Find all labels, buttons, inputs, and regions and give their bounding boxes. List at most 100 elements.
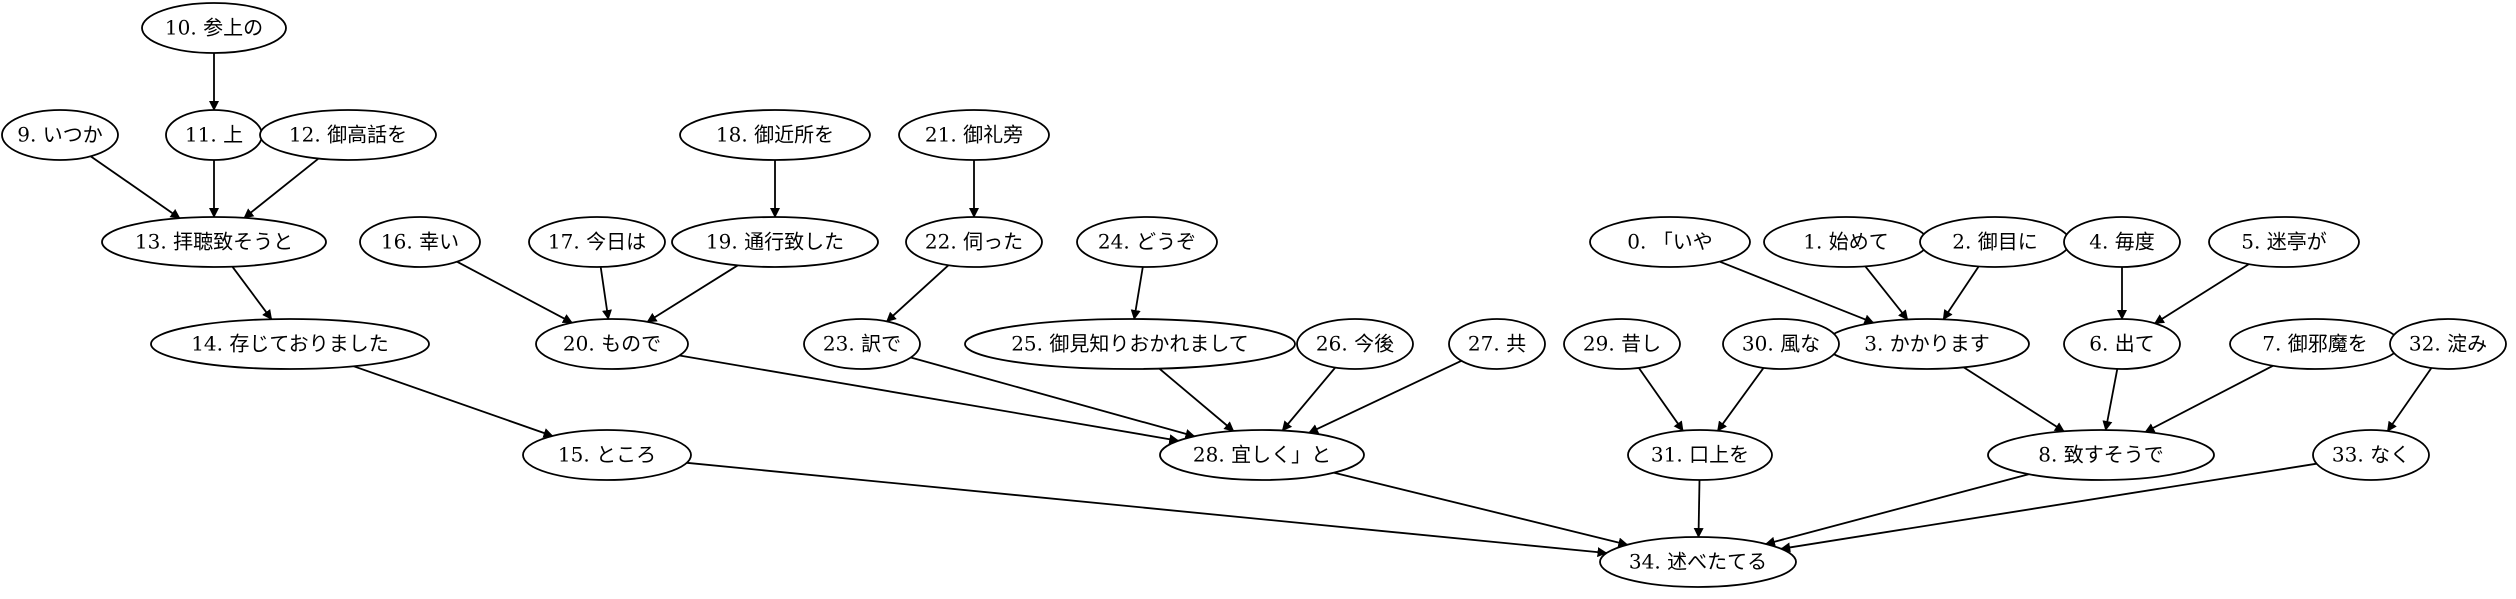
edge-0-to-3 <box>1719 260 1875 325</box>
node-label: 34. 述べたてる <box>1629 550 1767 574</box>
node-17: 17. 今日は <box>528 216 666 268</box>
edge-6-to-8 <box>2102 368 2119 431</box>
node-4: 4. 毎度 <box>2063 216 2181 268</box>
node-34: 34. 述べたてる <box>1599 536 1797 588</box>
edge-30-to-31 <box>1716 367 1765 432</box>
node-ellipse <box>905 216 1043 268</box>
node-ellipse <box>1589 216 1751 268</box>
node-label: 16. 幸い <box>381 230 459 254</box>
edge-3-to-8 <box>1963 366 2065 433</box>
node-label: 3. かかります <box>1864 332 1989 356</box>
node-33: 33. なく <box>2312 429 2430 481</box>
node-13: 13. 拝聴致そうと <box>101 216 327 268</box>
node-ellipse <box>1987 429 2215 481</box>
node-label: 28. 宜しく」と <box>1193 443 1331 467</box>
node-label: 27. 共 <box>1468 332 1526 356</box>
node-label: 23. 訳で <box>823 332 901 356</box>
edge-27-to-28 <box>1308 359 1462 434</box>
node-label: 21. 御礼旁 <box>925 123 1023 147</box>
edge-28-to-34 <box>1333 471 1629 548</box>
edge-20-to-28 <box>679 354 1180 445</box>
node-ellipse <box>1599 536 1797 588</box>
node-label: 7. 御邪魔を <box>2262 332 2367 356</box>
node-26: 26. 今後 <box>1296 318 1414 370</box>
node-ellipse <box>1722 318 1840 370</box>
edge-31-to-34 <box>1693 479 1704 538</box>
edge-33-to-34 <box>1780 462 2317 553</box>
node-label: 5. 迷亭が <box>2241 230 2326 254</box>
node-ellipse <box>1448 318 1546 370</box>
node-ellipse <box>1 109 119 161</box>
node-label: 8. 致すそうで <box>2038 443 2163 467</box>
edge-29-to-31 <box>1638 367 1684 432</box>
node-28: 28. 宜しく」と <box>1159 429 1365 481</box>
edge-24-to-25 <box>1130 266 1144 320</box>
node-23: 23. 訳で <box>803 318 921 370</box>
node-30: 30. 風な <box>1722 318 1840 370</box>
node-label: 19. 通行致した <box>706 230 844 254</box>
edge-14-to-15 <box>353 365 554 438</box>
edge-8-to-34 <box>1764 473 2029 547</box>
node-ellipse <box>2063 216 2181 268</box>
node-label: 13. 拝聴致そうと <box>135 230 293 254</box>
node-label: 26. 今後 <box>1316 332 1394 356</box>
node-label: 10. 参上の <box>165 16 263 40</box>
node-24: 24. どうぞ <box>1076 216 1218 268</box>
node-label: 25. 御見知りおかれまして <box>1011 332 1249 356</box>
node-14: 14. 存じておりました <box>150 318 430 370</box>
node-25: 25. 御見知りおかれまして <box>964 318 1296 370</box>
node-1: 1. 始めて <box>1763 216 1929 268</box>
node-label: 12. 御高話を <box>289 123 407 147</box>
node-label: 33. なく <box>2332 443 2410 467</box>
node-label: 31. 口上を <box>1651 443 1749 467</box>
edge-19-to-20 <box>646 264 739 323</box>
edge-32-to-33 <box>2386 367 2433 432</box>
node-label: 11. 上 <box>185 123 243 147</box>
node-ellipse <box>671 216 879 268</box>
edge-7-to-8 <box>2144 364 2274 433</box>
edges-layer <box>90 53 2433 558</box>
node-label: 14. 存じておりました <box>191 332 389 356</box>
node-label: 0. 「いや <box>1627 230 1712 254</box>
node-5: 5. 迷亭が <box>2208 216 2360 268</box>
node-9: 9. いつか <box>1 109 119 161</box>
node-ellipse <box>535 318 689 370</box>
node-ellipse <box>522 429 692 481</box>
node-label: 1. 始めて <box>1803 230 1888 254</box>
node-2: 2. 御目に <box>1919 216 2071 268</box>
node-ellipse <box>1296 318 1414 370</box>
node-label: 18. 御近所を <box>716 123 834 147</box>
node-11: 11. 上 <box>165 109 263 161</box>
node-label: 9. いつか <box>17 123 102 147</box>
node-ellipse <box>150 318 430 370</box>
node-20: 20. もので <box>535 318 689 370</box>
edge-2-to-3 <box>1942 265 1980 321</box>
node-ellipse <box>2208 216 2360 268</box>
node-8: 8. 致すそうで <box>1987 429 2215 481</box>
node-label: 24. どうぞ <box>1098 230 1196 254</box>
node-22: 22. 伺った <box>905 216 1043 268</box>
node-ellipse <box>259 109 437 161</box>
node-ellipse <box>2312 429 2430 481</box>
node-7: 7. 御邪魔を <box>2229 318 2401 370</box>
node-6: 6. 出て <box>2063 318 2181 370</box>
node-32: 32. 淀み <box>2389 318 2507 370</box>
node-label: 32. 淀み <box>2409 332 2487 356</box>
edge-9-to-13 <box>90 155 181 219</box>
node-0: 0. 「いや <box>1589 216 1751 268</box>
node-10: 10. 参上の <box>141 2 287 54</box>
node-ellipse <box>1076 216 1218 268</box>
edge-23-to-28 <box>910 356 1196 439</box>
node-ellipse <box>1627 429 1773 481</box>
node-18: 18. 御近所を <box>679 109 871 161</box>
node-ellipse <box>964 318 1296 370</box>
node-label: 30. 風な <box>1742 332 1820 356</box>
node-ellipse <box>1159 429 1365 481</box>
node-label: 29. 昔し <box>1583 332 1661 356</box>
node-21: 21. 御礼旁 <box>898 109 1050 161</box>
node-15: 15. ところ <box>522 429 692 481</box>
node-label: 6. 出て <box>2089 332 2154 356</box>
edge-13-to-14 <box>231 266 273 321</box>
node-ellipse <box>101 216 327 268</box>
